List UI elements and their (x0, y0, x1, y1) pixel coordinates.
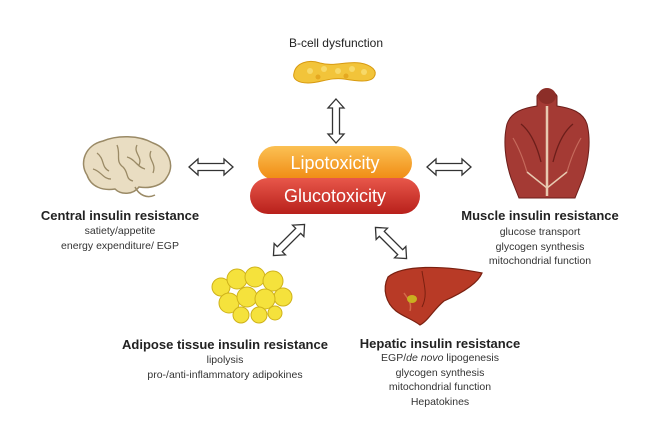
fat-cells-icon (211, 266, 293, 324)
hepatic-item-egp-suffix: lipogenesis (443, 352, 499, 364)
central-list: satiety/appetite energy expenditure/ EGP (20, 224, 220, 253)
hepatic-item-egp-italic: de novo (406, 352, 444, 364)
hepatic-item: Hepatokines (410, 395, 470, 408)
adipose-title: Adipose tissue insulin resistance (122, 337, 328, 352)
hepatic-item: mitochondrial function (388, 381, 492, 393)
pancreas-icon (293, 60, 376, 84)
muscle-item: mitochondrial function (488, 255, 592, 267)
muscle-item: glycogen synthesis (495, 240, 585, 253)
muscle-title: Muscle insulin resistance (461, 208, 619, 223)
muscle-back-icon (504, 88, 590, 199)
liver-icon (384, 266, 483, 326)
adipose-list: lipolysis pro-/anti-inflammatory adipoki… (110, 353, 340, 382)
arrow-left (188, 158, 234, 176)
hepatic-item-egp: EGP/de novo lipogenesis (340, 351, 540, 366)
hepatic-item: glycogen synthesis (395, 366, 485, 379)
muscle-list: glucose transport glycogen synthesis mit… (440, 225, 640, 269)
arrow-up (327, 98, 345, 144)
brain-icon (82, 136, 172, 198)
hepatic-title: Hepatic insulin resistance (359, 336, 521, 351)
hepatic-list: EGP/de novo lipogenesis glycogen synthes… (340, 351, 540, 409)
lipotoxicity-label: Lipotoxicity (290, 153, 380, 173)
hepatic-item-egp-prefix: EGP/ (381, 352, 407, 364)
central-title: Central insulin resistance (40, 208, 200, 223)
lipotoxicity-pill: Lipotoxicity (258, 146, 412, 180)
muscle-item: glucose transport (499, 226, 581, 238)
arrow-lower-left (267, 218, 311, 262)
glucotoxicity-pill: Glucotoxicity (250, 178, 420, 214)
adipose-item: lipolysis (206, 354, 244, 366)
adipose-item: pro-/anti-inflammatory adipokines (147, 368, 303, 381)
arrow-lower-right (369, 221, 413, 265)
central-item: satiety/appetite (84, 225, 156, 237)
central-item: energy expenditure/ EGP (61, 239, 179, 252)
arrow-right (426, 158, 472, 176)
glucotoxicity-label: Glucotoxicity (283, 186, 387, 206)
beta-cell-title: B-cell dysfunction (288, 36, 384, 50)
